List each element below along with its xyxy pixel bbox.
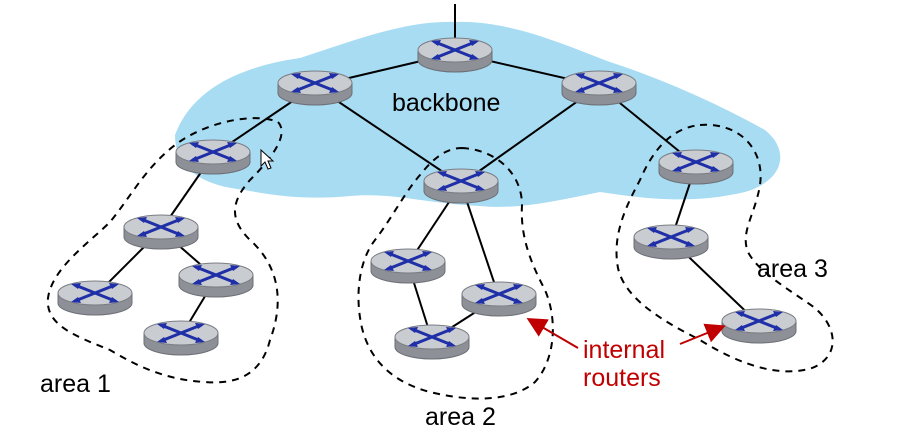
area-3-outline: [615, 123, 834, 373]
internal-arrow-right: [679, 323, 726, 345]
internal-routers-label-line1: internal: [583, 336, 665, 364]
area-1-router-b: [56, 279, 134, 317]
area-border-router-3: [657, 148, 735, 186]
area-2-label: area 2: [425, 403, 496, 431]
backbone-router-right: [560, 69, 638, 107]
backbone-cloud: [175, 21, 781, 207]
area-3-label: area 3: [757, 255, 828, 283]
area-1-router-a: [122, 213, 200, 251]
area-1-router-d: [142, 319, 220, 357]
backbone-label: backbone: [392, 89, 500, 117]
area-1-outline: [46, 117, 283, 384]
area-border-router-1: [174, 138, 252, 176]
backbone-router-top: [416, 36, 494, 74]
area-1-label: area 1: [40, 370, 111, 398]
area-3-router-b: [720, 307, 798, 345]
area-1-router-c: [177, 261, 255, 299]
area-border-router-2: [422, 167, 500, 205]
internal-arrow-left: [526, 317, 579, 349]
internal-routers-label-line2: routers: [583, 364, 661, 392]
area-2-router-c: [393, 323, 471, 361]
area-2-outline: [357, 146, 554, 400]
mouse-cursor-icon: [260, 148, 275, 170]
area-2-router-b: [460, 280, 538, 318]
area-2-router-a: [369, 247, 447, 285]
backbone-router-left: [276, 69, 354, 107]
area-3-router-a: [632, 223, 710, 261]
